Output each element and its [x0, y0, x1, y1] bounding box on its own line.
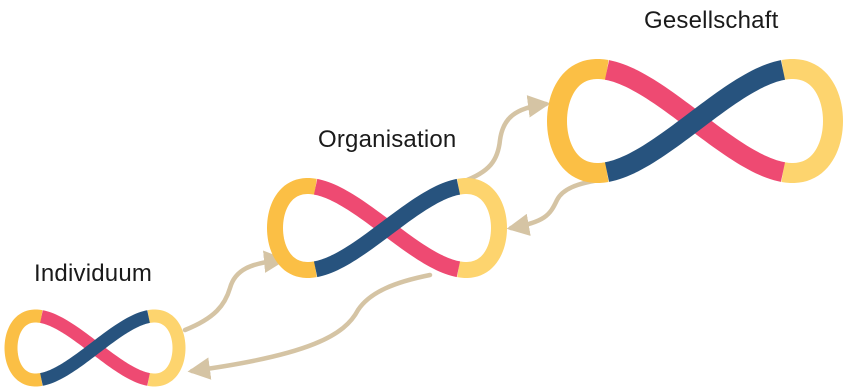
infinity-loops: [4, 59, 843, 387]
individual-infinity-loop: [4, 309, 186, 387]
organisation-left-lobe: [266, 178, 317, 278]
society-label: Gesellschaft: [644, 7, 779, 34]
organisation-infinity-loop: [266, 178, 508, 278]
arrow-society-to-organisation: [506, 176, 609, 236]
individual-left-lobe: [4, 309, 43, 387]
individual-label: Individuum: [34, 260, 153, 287]
society-left-lobe: [546, 59, 609, 183]
organisation-navy-band: [313, 178, 461, 278]
individual-right-lobe: [147, 309, 186, 387]
arrow-individual-to-organisation: [182, 250, 287, 333]
society-right-lobe: [781, 59, 843, 183]
individual-navy-band: [40, 310, 150, 386]
society-navy-band: [604, 60, 786, 182]
organisation-label: Organisation: [318, 126, 457, 153]
connector-arrows: [182, 95, 609, 380]
organisation-right-lobe: [457, 178, 508, 278]
society-infinity-loop: [546, 59, 843, 183]
arrow-organisation-to-society: [459, 95, 551, 185]
arrow-organisation-to-individual: [187, 272, 433, 380]
